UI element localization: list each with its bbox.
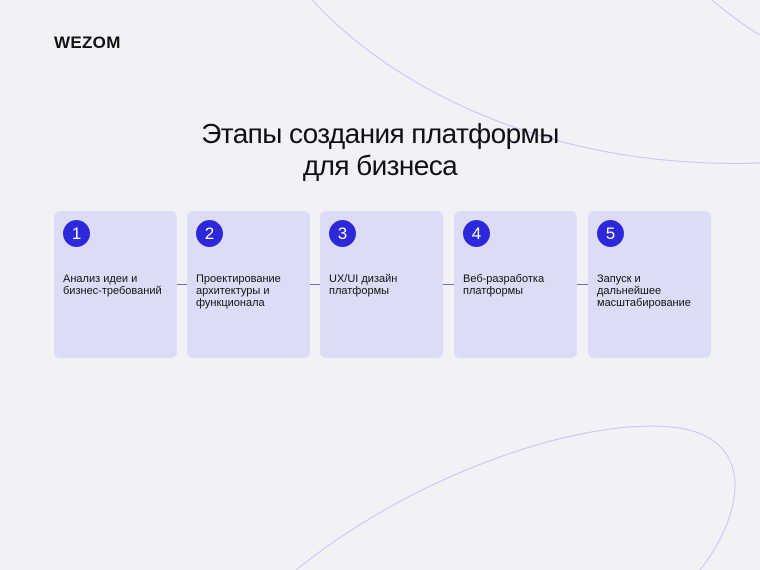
step-connector	[177, 284, 189, 285]
step-number-badge: 5	[597, 220, 624, 247]
bottom-ellipse-curve	[295, 425, 736, 570]
step-connector	[576, 284, 588, 285]
step-number-badge: 1	[63, 220, 90, 247]
page-title-line-1: Этапы создания платформы	[201, 117, 559, 149]
step-card-4: 4 Веб-разработка платформы	[454, 211, 577, 358]
step-label: Веб-разработка платформы	[463, 273, 545, 297]
wezom-logo[interactable]: WEZOM	[54, 33, 121, 52]
page-title: Этапы создания платформы для бизнеса	[0, 118, 760, 182]
step-number-badge: 3	[329, 220, 356, 247]
step-card-5: 5 Запуск и дальнейшее масштабирование	[588, 211, 711, 358]
step-label: Анализ идеи и бизнес-требований	[63, 273, 162, 297]
top-right-curve-inner	[711, 0, 760, 36]
step-number-badge: 2	[196, 220, 223, 247]
step-label: UX/UI дизайн платформы	[329, 273, 398, 297]
step-connector	[310, 284, 322, 285]
step-card-2: 2 Проектирование архитектуры и функциона…	[187, 211, 310, 358]
step-card-1: 1 Анализ идеи и бизнес-требований	[54, 211, 177, 358]
step-number-badge: 4	[463, 220, 490, 247]
step-label: Проектирование архитектуры и функционала	[196, 273, 281, 309]
page-title-line-2: для бизнеса	[302, 149, 458, 181]
step-connector	[443, 284, 455, 285]
step-card-3: 3 UX/UI дизайн платформы	[320, 211, 443, 358]
step-label: Запуск и дальнейшее масштабирование	[597, 273, 691, 309]
process-steps: 1 Анализ идеи и бизнес-требований 2 Прое…	[54, 211, 711, 358]
